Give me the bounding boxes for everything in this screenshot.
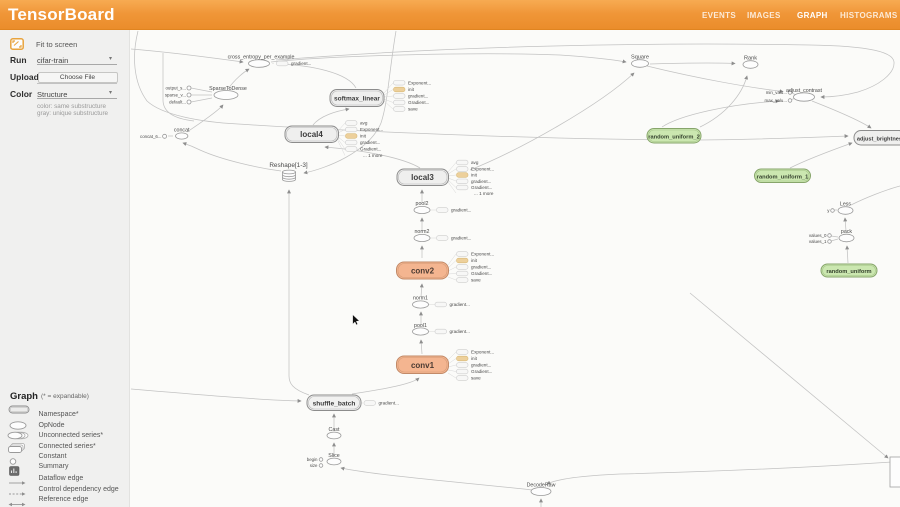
svg-text:gradient...: gradient... bbox=[450, 302, 470, 307]
svg-text:gradient...: gradient... bbox=[408, 94, 428, 99]
svg-text:save: save bbox=[471, 278, 481, 283]
svg-text:Rank: Rank bbox=[744, 56, 757, 62]
svg-text:Gradient...: Gradient... bbox=[471, 271, 492, 276]
svg-text:avg: avg bbox=[360, 121, 368, 126]
svg-text:values_1: values_1 bbox=[809, 239, 827, 244]
svg-text:Exponent...: Exponent... bbox=[408, 81, 431, 86]
svg-text:concat_6...: concat_6... bbox=[140, 134, 161, 139]
svg-text:max_valu...: max_valu... bbox=[765, 98, 787, 103]
svg-text:gradient...: gradient... bbox=[451, 208, 471, 213]
svg-text:norm2: norm2 bbox=[414, 229, 429, 235]
svg-text:default...: default... bbox=[169, 100, 186, 105]
svg-text:gradient...: gradient... bbox=[291, 61, 311, 66]
svg-text:save: save bbox=[408, 107, 418, 112]
svg-text:local3: local3 bbox=[411, 173, 434, 182]
svg-text:Exponent...: Exponent... bbox=[471, 350, 494, 355]
svg-text:save: save bbox=[471, 376, 481, 381]
svg-text:Gradient...: Gradient... bbox=[360, 147, 381, 152]
svg-text:avg: avg bbox=[471, 160, 479, 165]
svg-text:random_uniform_1: random_uniform_1 bbox=[757, 174, 809, 180]
svg-text:random_uniform: random_uniform bbox=[826, 269, 871, 275]
svg-text:values_0: values_0 bbox=[809, 233, 827, 238]
svg-text:conv2: conv2 bbox=[411, 267, 435, 276]
svg-text:softmax_linear: softmax_linear bbox=[334, 95, 380, 102]
svg-text:gradient...: gradient... bbox=[379, 401, 399, 406]
svg-text:Exponent...: Exponent... bbox=[471, 252, 494, 257]
svg-text:cross_entropy_per_example: cross_entropy_per_example bbox=[228, 55, 295, 61]
svg-text:shuffle_batch: shuffle_batch bbox=[313, 400, 356, 407]
svg-text:gradient...: gradient... bbox=[360, 140, 380, 145]
svg-text:Cast: Cast bbox=[329, 427, 340, 433]
svg-text:gradient...: gradient... bbox=[471, 265, 491, 270]
svg-text:pack: pack bbox=[841, 229, 853, 235]
svg-text:min_valu...: min_valu... bbox=[766, 90, 787, 95]
svg-text:init: init bbox=[408, 87, 415, 92]
svg-text:gradient...: gradient... bbox=[471, 363, 491, 368]
svg-text:Exponent...: Exponent... bbox=[360, 127, 383, 132]
svg-text:DecodeRaw: DecodeRaw bbox=[527, 483, 556, 489]
svg-text:gradient...: gradient... bbox=[471, 179, 491, 184]
svg-text:output_s...: output_s... bbox=[165, 86, 186, 91]
svg-text:norm1: norm1 bbox=[413, 296, 428, 302]
svg-text:gradient...: gradient... bbox=[451, 236, 471, 241]
svg-text:pool2: pool2 bbox=[416, 201, 429, 207]
svg-text:Square: Square bbox=[631, 55, 649, 61]
svg-text:y: y bbox=[827, 208, 830, 213]
svg-text:concat: concat bbox=[174, 127, 190, 133]
svg-text:Exponent...: Exponent... bbox=[471, 167, 494, 172]
svg-text:begin: begin bbox=[307, 457, 318, 462]
svg-text:size: size bbox=[310, 463, 318, 468]
svg-text:pool1: pool1 bbox=[414, 323, 427, 329]
svg-text:conv1: conv1 bbox=[411, 361, 435, 370]
svg-text:init: init bbox=[471, 173, 478, 178]
svg-text:init: init bbox=[360, 134, 367, 139]
svg-text:... 1 more: ... 1 more bbox=[474, 191, 494, 196]
svg-text:SparseToDense: SparseToDense bbox=[209, 86, 247, 92]
svg-text:init: init bbox=[471, 356, 478, 361]
svg-text:Reshape[1-3]: Reshape[1-3] bbox=[269, 162, 308, 169]
svg-text:gradient...: gradient... bbox=[450, 329, 470, 334]
svg-text:Gradient...: Gradient... bbox=[471, 369, 492, 374]
svg-text:Gradient...: Gradient... bbox=[408, 100, 429, 105]
svg-text:adjust_contrast: adjust_contrast bbox=[786, 88, 822, 94]
svg-text:Slice: Slice bbox=[328, 453, 340, 459]
svg-text:adjust_brightness: adjust_brightness bbox=[857, 136, 900, 142]
svg-text:random_uniform_2: random_uniform_2 bbox=[648, 134, 700, 140]
svg-text:Gradient...: Gradient... bbox=[471, 185, 492, 190]
svg-text:init: init bbox=[471, 258, 478, 263]
svg-text:Less: Less bbox=[840, 202, 852, 208]
svg-text:... 1 more: ... 1 more bbox=[363, 153, 383, 158]
svg-text:local4: local4 bbox=[300, 130, 323, 139]
svg-text:sparse_v...: sparse_v... bbox=[165, 93, 186, 98]
